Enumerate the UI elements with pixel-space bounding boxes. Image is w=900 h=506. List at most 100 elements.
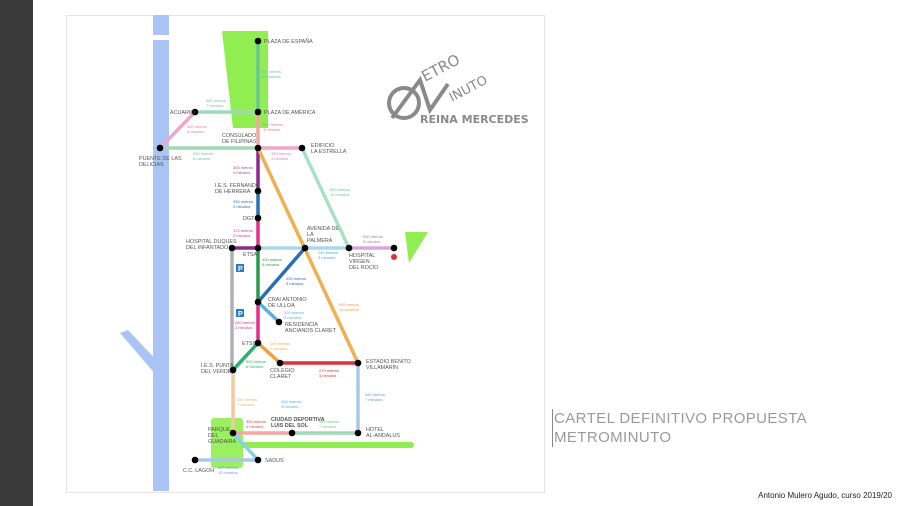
- station-punta-verde[interactable]: [229, 366, 237, 374]
- station-rocio[interactable]: [345, 244, 353, 252]
- label-etsa: ETSA: [243, 252, 257, 258]
- station-dgt[interactable]: [254, 214, 262, 222]
- river: [153, 15, 169, 35]
- label-residencia: RESIDENCIA: [285, 322, 318, 328]
- station-ciudad-deportiva[interactable]: [288, 429, 296, 437]
- river-branch: [120, 330, 162, 382]
- label-acuario: ACUARIO: [170, 110, 195, 116]
- label-sadus: SADUS: [265, 458, 284, 464]
- metrominuto-logo: ETRO INUTO REINA MERCEDES: [387, 50, 529, 126]
- line-segment: [158, 110, 197, 150]
- label-palmera: AVENIDA DE: [307, 226, 339, 232]
- label-punta-verde: I.E.S. PUNTA: [201, 363, 234, 369]
- station-puente-delicias[interactable]: [156, 144, 164, 152]
- station-estadio[interactable]: [354, 359, 362, 367]
- label-rocio: DEL ROCÍO: [349, 264, 378, 271]
- station-crai[interactable]: [254, 298, 262, 306]
- label-plaza-espana: PLAZA DE ESPAÑA: [264, 38, 313, 45]
- label-estrella: EDIFICIO: [311, 143, 334, 149]
- slide-title-line: CARTEL DEFINITIVO PROPUESTA: [554, 410, 808, 427]
- label-ciudad-deportiva: LUIS DEL SOL: [271, 423, 309, 429]
- parking-icon: P: [238, 266, 243, 273]
- line-segment: [256, 300, 281, 324]
- label-colegio: CLARET: [270, 374, 292, 380]
- station-consulado[interactable]: [254, 144, 262, 152]
- label-puente: DELICIAS: [139, 162, 164, 168]
- parking-icon: [236, 264, 244, 272]
- label-punta-verde: DEL VERDE: [201, 369, 232, 375]
- station-colegio-claret[interactable]: [276, 359, 284, 367]
- clock-icon: [387, 86, 421, 120]
- stations: [156, 37, 398, 464]
- label-hotel: HOTEL: [366, 427, 384, 433]
- logo-text: ETRO: [418, 50, 463, 85]
- label-rocio: HOSPITAL: [349, 253, 375, 259]
- line-segment: [256, 146, 360, 365]
- parking-icon: [236, 309, 244, 317]
- station-sadus[interactable]: [254, 456, 262, 464]
- parking-icon: P: [238, 311, 243, 318]
- label-colegio: COLEGIO: [270, 368, 295, 374]
- label-consulado: CONSULADO: [222, 133, 256, 139]
- line-segment: [256, 246, 307, 304]
- station-guadaira[interactable]: [229, 429, 237, 437]
- station-lagoh[interactable]: [191, 456, 199, 464]
- station-palmera[interactable]: [301, 244, 309, 252]
- station-hotel[interactable]: [354, 429, 362, 437]
- line-segment: [256, 341, 282, 365]
- station-estrella[interactable]: [298, 144, 306, 152]
- line-segment: [231, 341, 260, 372]
- label-consulado: DE FILIPINAS: [222, 139, 257, 145]
- label-crai: CRAI ANTONIO: [268, 297, 307, 303]
- label-guadaira: GUADAIRA: [208, 439, 237, 445]
- logo-text: INUTO: [447, 73, 490, 106]
- river: [153, 40, 169, 491]
- slide-title: CARTEL DEFINITIVO PROPUESTA METROMINUTO: [552, 409, 807, 447]
- label-etsii: ETSII: [242, 341, 255, 347]
- label-estadio: VILLAMARÍN: [366, 364, 398, 371]
- label-palmera: PALMERA: [307, 238, 333, 244]
- station-ies-fernando[interactable]: [254, 187, 262, 195]
- green-corridor: [240, 442, 414, 448]
- logo-m-stroke: [390, 75, 450, 120]
- label-guadaira: DEL: [208, 433, 219, 439]
- label-plaza-america: PLAZA DE AMÉRICA: [264, 109, 316, 116]
- station-etsii[interactable]: [254, 339, 262, 347]
- station-end[interactable]: [390, 244, 398, 252]
- station-acuario[interactable]: [191, 108, 199, 116]
- label-dgt: DGT: [243, 216, 255, 222]
- station-duques[interactable]: [228, 244, 236, 252]
- line-segment: [231, 431, 260, 462]
- station-residencia[interactable]: [275, 318, 283, 326]
- label-residencia: ANCIANOS CLARET: [285, 328, 337, 334]
- logo-text: REINA MERCEDES: [420, 113, 529, 126]
- station-plaza-america[interactable]: [254, 108, 262, 116]
- label-duques: HOSPITAL DUQUES: [186, 239, 237, 245]
- label-crai: DE ULLOA: [268, 303, 295, 309]
- slide-title-line: METROMINUTO: [554, 429, 672, 446]
- slide-left-bar: [0, 0, 33, 506]
- label-ies-fernando: I.E.S. FERNANDO: [215, 183, 260, 189]
- station-plaza-espana[interactable]: [254, 37, 262, 45]
- station-etsa[interactable]: [254, 244, 262, 252]
